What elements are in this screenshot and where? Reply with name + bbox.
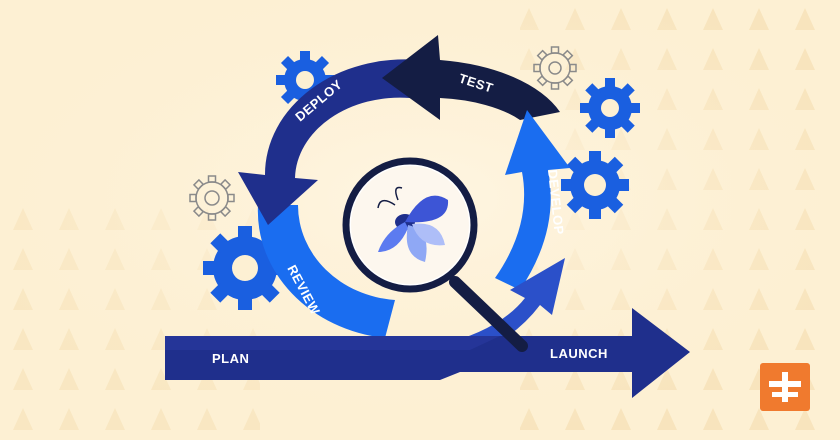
- review-arrow: [257, 205, 395, 338]
- plan-launch-arrow: [165, 308, 690, 398]
- gear-outline-icon: [189, 175, 235, 221]
- stage-label-plan: PLAN: [212, 351, 249, 366]
- stage-label-develop: DEVELOP: [545, 169, 567, 236]
- bug-icon: [377, 186, 449, 262]
- gear-icon: [580, 78, 640, 138]
- gear-icon: [561, 151, 629, 219]
- deploy-arrow: [238, 59, 420, 225]
- brand-logo-icon: [760, 363, 810, 411]
- develop-arrow: [495, 110, 570, 290]
- gear-outline-icon: [533, 46, 577, 90]
- stage-label-launch: LAUNCH: [550, 346, 608, 361]
- plan-arrow-shading: [165, 336, 500, 350]
- test-arrow: [382, 35, 560, 120]
